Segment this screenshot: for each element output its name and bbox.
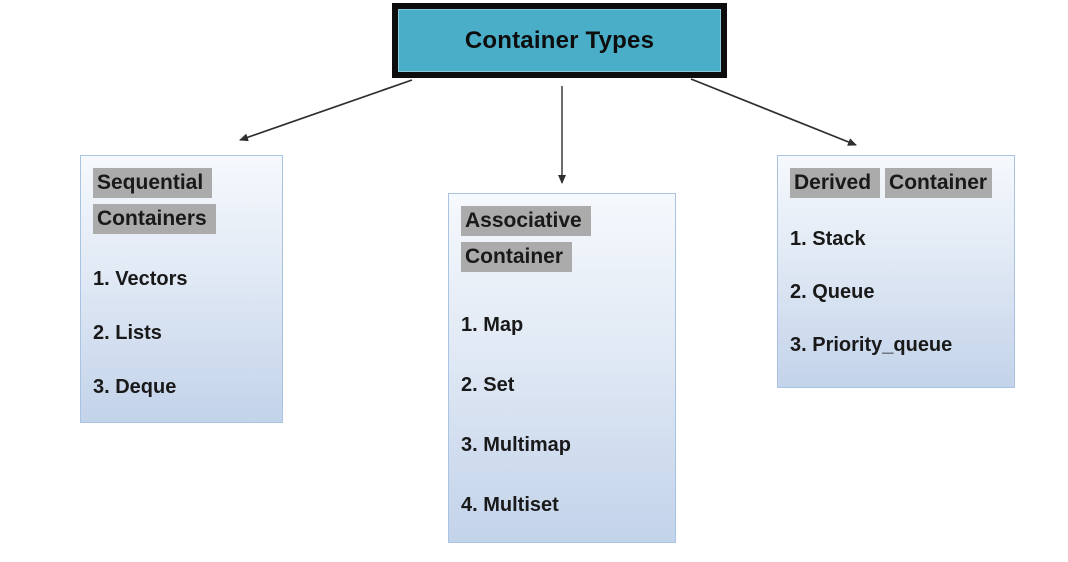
associative-container-heading: Associative Container [461, 206, 663, 273]
title-box: Container Types [392, 3, 727, 78]
list-item: 3. Deque [93, 376, 177, 399]
list-item: 2. Lists [93, 322, 162, 345]
heading-word: Associative [461, 206, 591, 237]
list-item: 3. Priority_queue [790, 334, 953, 357]
list-item: 1. Map [461, 314, 524, 337]
arrow-to-derived [690, 78, 857, 146]
sequential-containers-box: Sequential Containers 1. Vectors 2. List… [80, 155, 283, 423]
sequential-containers-heading: Sequential Containers [93, 168, 270, 235]
list-item: 2. Queue [790, 281, 875, 304]
sequential-containers-list: 1. Vectors 2. Lists 3. Deque [93, 268, 270, 398]
heading-word: Sequential [93, 168, 213, 199]
heading-word: Container [461, 242, 573, 273]
associative-container-list: 1. Map 2. Set 3. Multimap 4. Multiset [461, 314, 663, 516]
arrow-to-sequential [239, 79, 413, 142]
list-item: 4. Multiset [461, 494, 559, 517]
list-item: 1. Stack [790, 228, 866, 251]
list-item: 3. Multimap [461, 434, 572, 457]
derived-container-list: 1. Stack 2. Queue 3. Priority_queue [790, 228, 1002, 356]
list-item: 1. Vectors [93, 268, 188, 291]
list-item: 2. Set [461, 374, 515, 397]
heading-word: Derived [790, 168, 881, 199]
heading-word: Container [885, 168, 993, 199]
heading-word: Containers [93, 204, 216, 235]
associative-container-box: Associative Container 1. Map 2. Set 3. M… [448, 193, 676, 543]
diagram-title: Container Types [464, 26, 655, 54]
